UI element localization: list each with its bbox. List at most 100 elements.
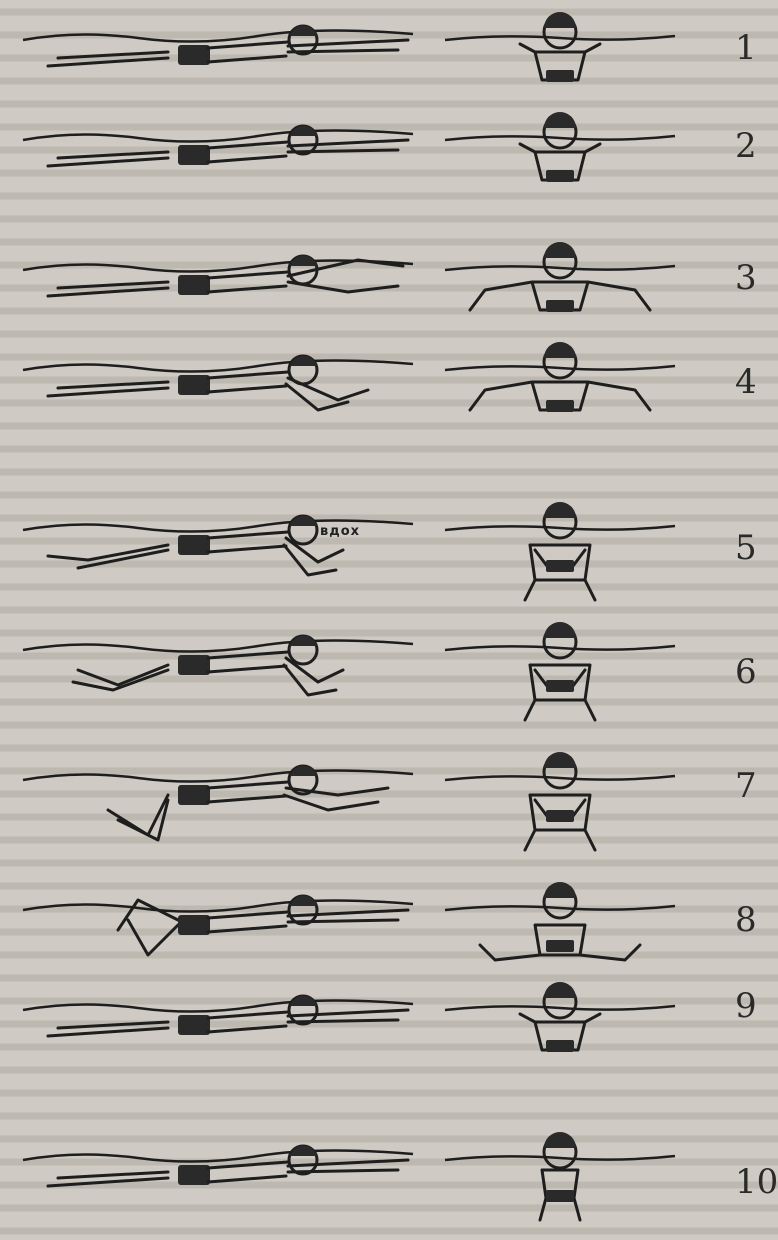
side-view-swimmer (18, 100, 418, 216)
water-surface-line (23, 1000, 413, 1011)
swimmer-trunks (546, 1040, 574, 1052)
swimmer-arms (284, 788, 388, 810)
swim-cap (290, 996, 317, 1006)
frame-3 (0, 230, 778, 346)
water-surface-line (445, 1156, 675, 1160)
swim-cap (290, 126, 317, 136)
swim-cap (544, 622, 576, 638)
swimmer-trunks (178, 275, 210, 295)
swim-cap (290, 26, 317, 36)
swimmer-arms (288, 910, 408, 922)
frame-number-5: 5 (735, 528, 775, 568)
swimmer-trunks (546, 300, 574, 312)
water-surface-line (23, 770, 413, 781)
frame-number-4: 4 (735, 362, 775, 402)
swimmer-legs (73, 665, 168, 690)
frame-8 (0, 870, 778, 986)
frame-7 (0, 740, 778, 856)
swimmer-torso (208, 272, 288, 292)
swimmer-trunks (546, 810, 574, 822)
swimmer-trunks (178, 1015, 210, 1035)
water-surface-line (23, 360, 413, 371)
swimmer-body (525, 795, 595, 850)
side-view-swimmer (18, 970, 418, 1086)
frame-1 (0, 0, 778, 116)
swim-cap (290, 1146, 317, 1156)
swimmer-arms (288, 140, 408, 152)
inhale-label: вдох (320, 524, 360, 539)
swimmer-legs (48, 1022, 168, 1036)
swimmer-arms (288, 1010, 408, 1022)
water-surface-line (23, 900, 413, 911)
frame-6 (0, 610, 778, 726)
swimmer-trunks (178, 1165, 210, 1185)
swim-cap (544, 982, 576, 998)
swim-cap (290, 256, 317, 266)
frame-number-3: 3 (735, 258, 775, 298)
front-view-swimmer (440, 870, 680, 986)
swimmer-legs (48, 545, 168, 568)
swim-cap (544, 502, 576, 518)
swimmer-trunks (178, 785, 210, 805)
frame-number-9: 9 (735, 986, 775, 1026)
swimmer-trunks (178, 145, 210, 165)
water-surface-line (445, 366, 675, 370)
water-surface-line (445, 646, 675, 650)
swimmer-legs (48, 382, 168, 396)
swimmer-legs (48, 52, 168, 66)
swimmer-trunks (178, 535, 210, 555)
swimmer-torso (208, 142, 288, 162)
water-surface-line (445, 906, 675, 910)
swim-cap (290, 766, 317, 776)
swim-cap (544, 882, 576, 898)
swimmer-trunks (546, 560, 574, 572)
swimmer-legs (48, 152, 168, 166)
side-view-swimmer (18, 740, 418, 856)
swimmer-legs (48, 1172, 168, 1186)
front-view-swimmer (440, 100, 680, 216)
frame-4 (0, 330, 778, 446)
swimmer-torso (208, 1162, 288, 1182)
swimmer-body (525, 665, 595, 720)
swimmer-trunks (546, 1190, 574, 1202)
swimmer-legs (108, 795, 168, 840)
side-view-swimmer (18, 1120, 418, 1236)
frame-5 (0, 490, 778, 606)
side-view-swimmer (18, 230, 418, 346)
front-view-swimmer (440, 230, 680, 346)
water-surface-line (445, 136, 675, 140)
side-view-swimmer (18, 330, 418, 446)
front-view-swimmer (440, 970, 680, 1086)
water-surface-line (445, 1006, 675, 1010)
front-view-swimmer (440, 610, 680, 726)
water-surface-line (445, 36, 675, 40)
swimmer-torso (208, 652, 288, 672)
front-view-swimmer (440, 490, 680, 606)
frame-2 (0, 100, 778, 216)
swim-cap (290, 896, 317, 906)
swim-cap (544, 242, 576, 258)
swimmer-trunks (546, 170, 574, 182)
front-view-swimmer (440, 740, 680, 856)
swim-cap (544, 1132, 576, 1148)
swimmer-torso (208, 372, 288, 392)
frame-number-1: 1 (735, 28, 775, 68)
swim-cap (290, 636, 317, 646)
swimmer-trunks (546, 400, 574, 412)
swimmer-torso (208, 532, 288, 552)
front-view-swimmer (440, 330, 680, 446)
swimmer-body (525, 545, 595, 600)
swimmer-legs (48, 282, 168, 296)
swimmer-torso (208, 912, 288, 932)
swim-cap (290, 356, 317, 366)
swimmer-arms (284, 538, 343, 575)
frame-number-2: 2 (735, 126, 775, 166)
swimmer-arms (284, 658, 343, 695)
swim-cap (544, 752, 576, 768)
front-view-swimmer (440, 0, 680, 116)
side-view-swimmer (18, 610, 418, 726)
swimmer-torso (208, 1012, 288, 1032)
swim-cap (290, 516, 317, 526)
frame-9 (0, 970, 778, 1086)
